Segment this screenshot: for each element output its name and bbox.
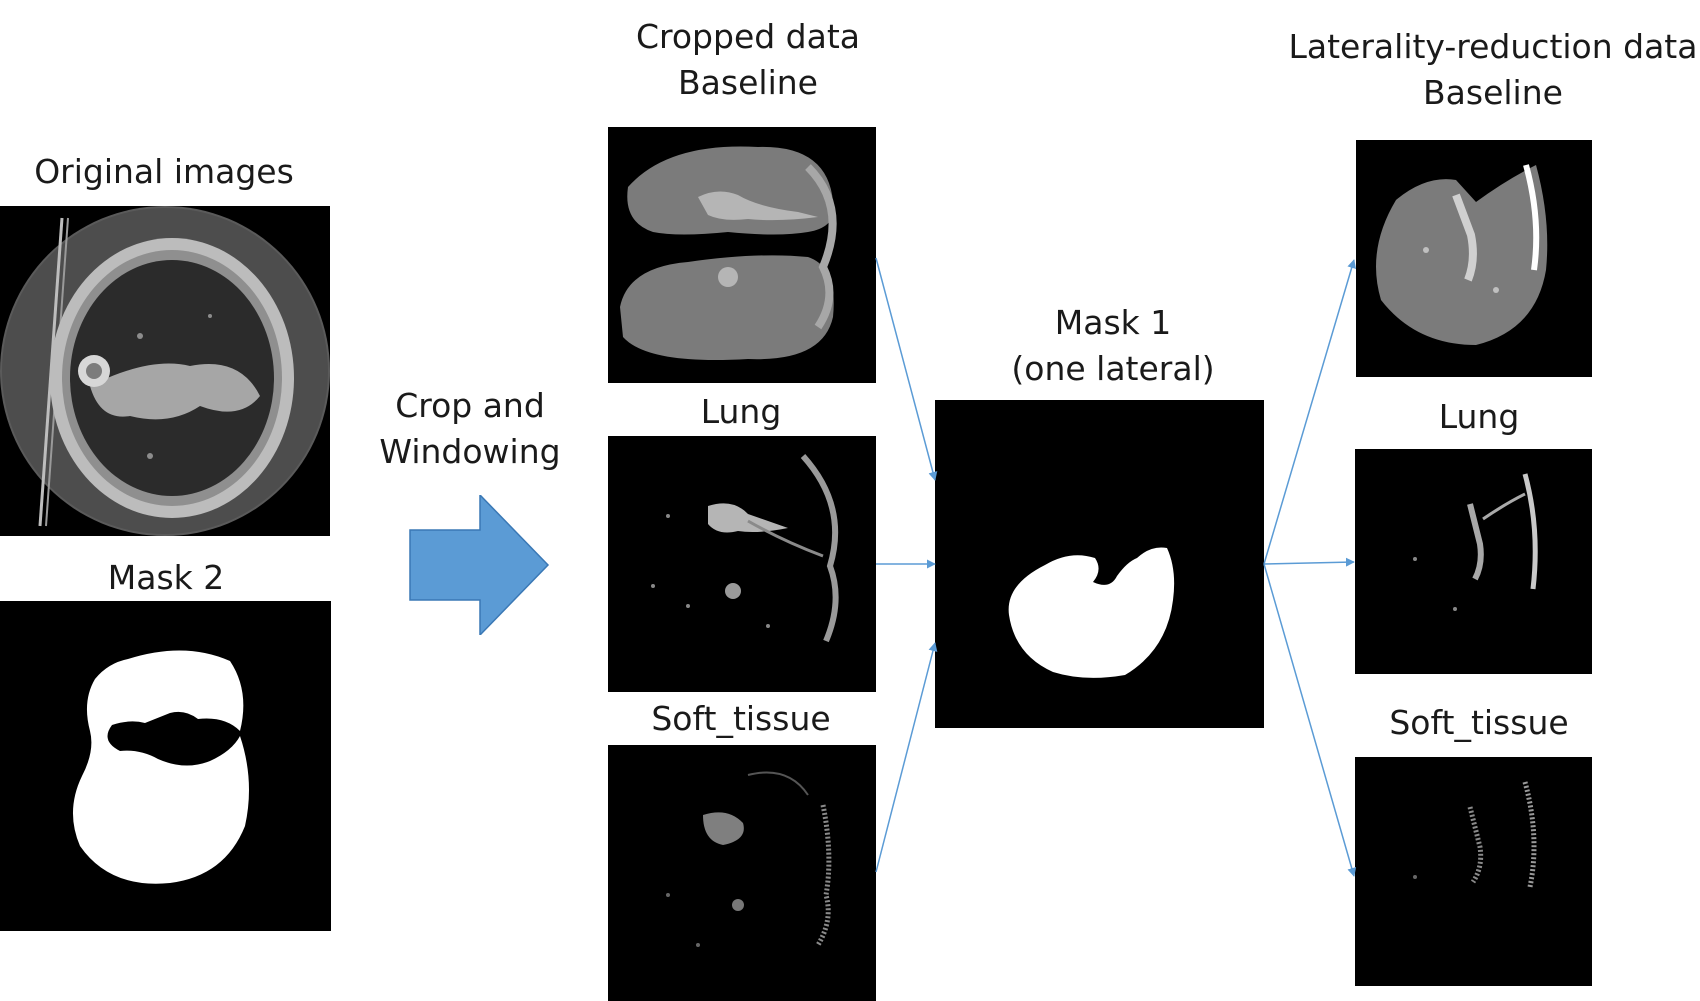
lat-line2: Baseline [1423,73,1563,112]
laterality-baseline-image [1356,140,1592,377]
mask1-line2: (one lateral) [1011,349,1215,388]
mask-1-label: Mask 1 (one lateral) [1011,300,1214,392]
crop-and-windowing-label: Crop and Windowing [379,383,560,475]
soft-tissue-right-image [1355,757,1592,986]
arrow-mask1-to-lat-baseline [1263,259,1357,565]
crop-line2: Windowing [379,432,561,471]
original-images-label: Original images [34,152,294,191]
lat-line1: Laterality-reduction data [1288,27,1698,66]
original-ct-image [0,206,330,536]
cropped-line2: Baseline [678,63,818,102]
soft-tissue-mid-label: Soft_tissue [651,699,831,738]
arrow-mask1-to-lat-soft [1263,563,1357,877]
lung-mid-image [608,436,876,692]
mask-1-image [935,400,1264,728]
lung-right-image [1355,449,1592,674]
laterality-reduction-label: Laterality-reduction data Baseline [1289,24,1698,116]
mask1-line1: Mask 1 [1054,303,1172,342]
arrow-soft-to-mask1 [875,642,938,873]
mask-2-label: Mask 2 [107,558,225,597]
arrow-baseline-to-mask1 [875,257,938,481]
cropped-data-label: Cropped data Baseline [636,14,860,106]
soft-tissue-mid-image [608,745,876,1001]
right-block-arrow-icon [409,495,550,635]
soft-tissue-right-label: Soft_tissue [1389,703,1569,742]
cropped-line1: Cropped data [635,17,861,56]
mask-2-image [0,601,331,931]
arrow-mask1-to-lat-lung [1263,557,1355,567]
lung-mid-label: Lung [700,392,782,431]
crop-line1: Crop and [395,386,545,425]
cropped-baseline-image [608,127,876,383]
lung-right-label: Lung [1438,397,1520,436]
